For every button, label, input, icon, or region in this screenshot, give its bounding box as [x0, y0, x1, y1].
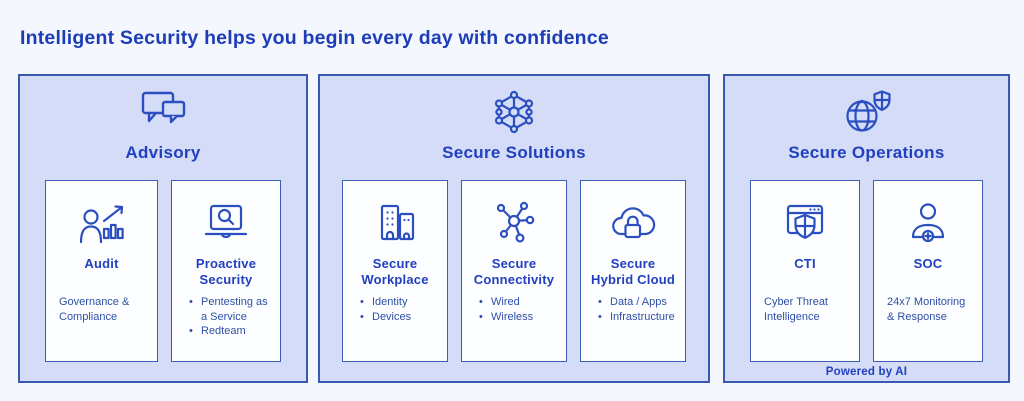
person-chart-icon [78, 199, 126, 247]
browser-shield-icon [781, 199, 829, 247]
panel-secure-operations: Secure Operations CTI Cyber [723, 74, 1010, 383]
card-bullets: Data / Apps Infrastructure [589, 295, 675, 324]
card-title: CTI [794, 256, 816, 271]
panel-secure-solutions: Secure Solutions [318, 74, 710, 383]
card-bullets: Identity Devices [351, 295, 411, 324]
buildings-icon [372, 199, 418, 247]
card-bullets: Pentesting as a Service Redteam [180, 295, 272, 339]
card-soc: SOC 24x7 Monitoring & Response [873, 180, 983, 362]
card-secure-hybrid-cloud: Secure Hybrid Cloud Data / Apps Infrastr… [580, 180, 686, 362]
bullet-item: Devices [359, 310, 411, 325]
person-plus-icon [905, 199, 951, 247]
bullet-item: Pentesting as a Service [188, 295, 272, 324]
card-title: Secure Hybrid Cloud [590, 256, 675, 287]
card-title: Secure Workplace [361, 256, 429, 287]
powered-by-ai-label: Powered by AI [825, 366, 908, 378]
bullet-item: Identity [359, 295, 411, 310]
card-proactive-security: Proactive Security Pentesting as a Servi… [171, 180, 281, 362]
bullet-item: Wireless [478, 310, 533, 325]
card-desc: Cyber Threat Intelligence [764, 296, 828, 323]
panel-title-secure-operations: Secure Operations [788, 143, 945, 162]
card-title: Proactive Security [195, 256, 257, 287]
bullet-item: Infrastructure [597, 310, 675, 325]
bullet-item: Wired [478, 295, 533, 310]
secure-operations-cards: CTI Cyber Threat Intelligence SOC 24x7 M… [750, 180, 983, 362]
laptop-search-icon [202, 199, 250, 247]
card-desc: 24x7 Monitoring & Response [887, 296, 966, 323]
card-audit: Audit Governance & Compliance [45, 180, 158, 362]
page-title: Intelligent Security helps you begin eve… [20, 27, 609, 49]
globe-shield-icon [841, 87, 893, 137]
card-secure-connectivity: Secure Connectivity Wired Wireless [461, 180, 567, 362]
card-title: Secure Connectivity [473, 256, 555, 287]
card-secure-workplace: Secure Workplace Identity Devices [342, 180, 448, 362]
card-cti: CTI Cyber Threat Intelligence [750, 180, 860, 362]
bullet-item: Redteam [188, 324, 272, 339]
card-title: Audit [84, 256, 119, 271]
network-hub-icon [491, 199, 537, 247]
bullet-item: Data / Apps [597, 295, 675, 310]
panel-advisory: Advisory Audit Governance & Compliance [18, 74, 308, 383]
panel-title-secure-solutions: Secure Solutions [442, 143, 586, 162]
card-title: SOC [913, 256, 943, 271]
card-desc: Governance & Compliance [59, 296, 130, 323]
advisory-cards: Audit Governance & Compliance Proactive … [45, 180, 281, 362]
card-bullets: Wired Wireless [470, 295, 533, 324]
network-mesh-icon [490, 87, 538, 137]
secure-solutions-cards: Secure Workplace Identity Devices [342, 180, 686, 362]
panels-row: Advisory Audit Governance & Compliance [18, 74, 1010, 383]
chat-bubbles-icon [137, 87, 189, 137]
panel-title-advisory: Advisory [125, 143, 201, 162]
cloud-lock-icon [608, 199, 658, 247]
